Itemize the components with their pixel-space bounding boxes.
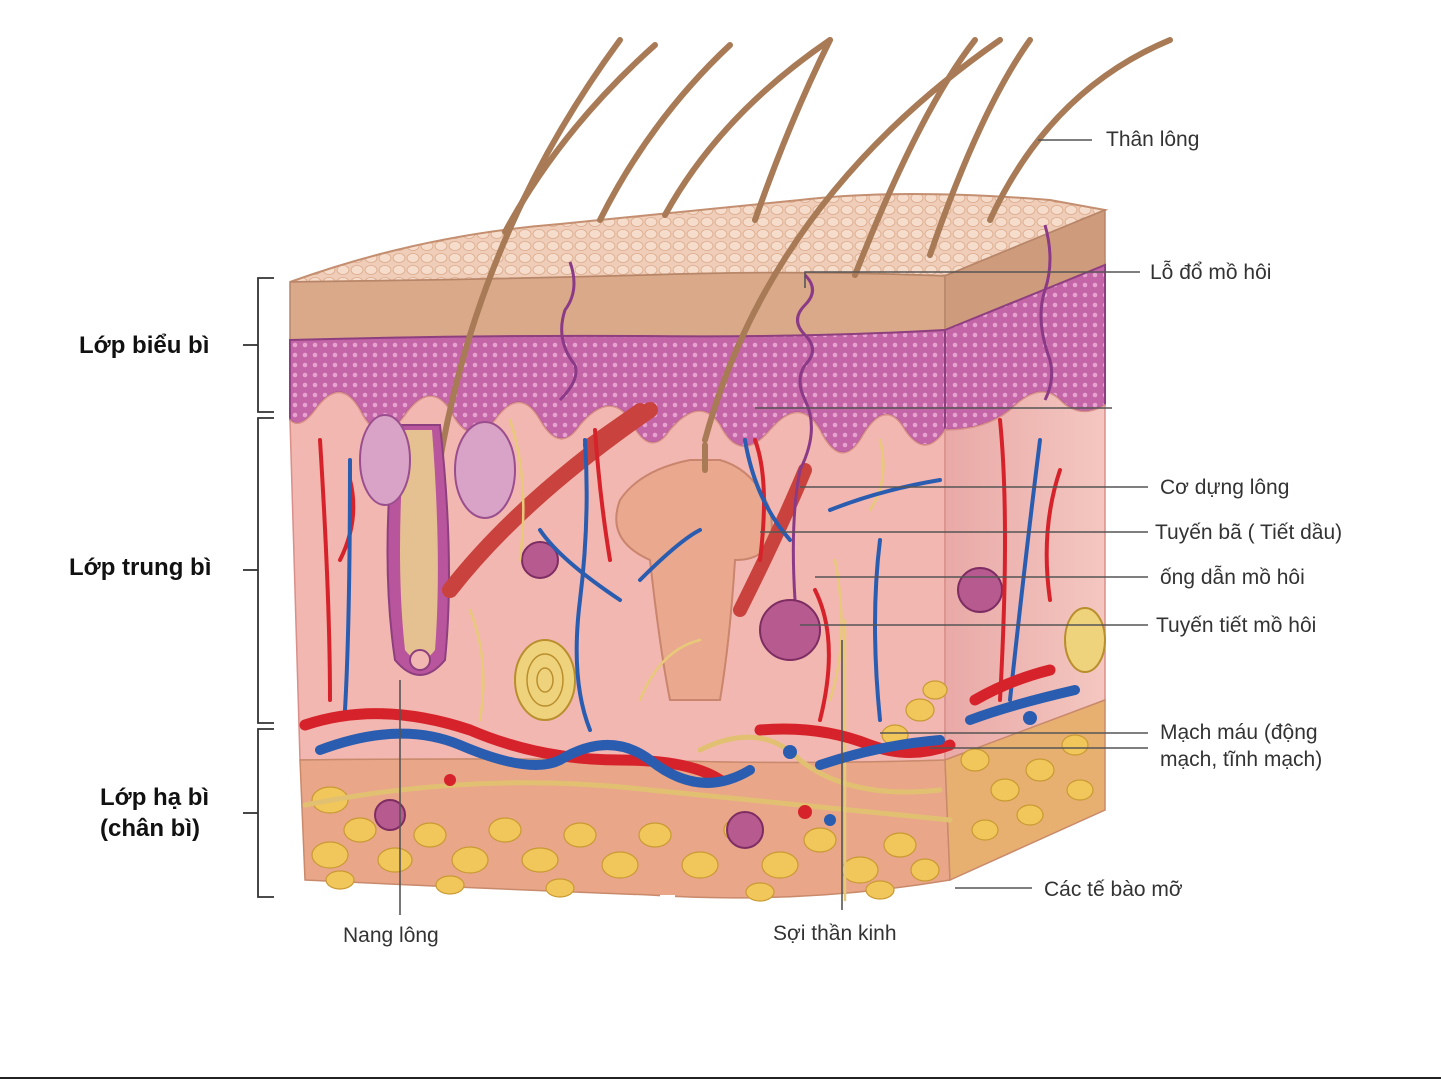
label-hypodermis-2: (chân bì) xyxy=(100,815,200,842)
label-arrector-muscle: Cơ dựng lông xyxy=(1160,476,1289,499)
label-blood-vessels-1: Mạch máu (động xyxy=(1160,721,1318,744)
label-dermis: Lớp trung bì xyxy=(69,554,211,581)
label-sweat-duct: ống dẫn mồ hôi xyxy=(1160,566,1305,589)
epidermis-outer-band xyxy=(290,273,945,340)
bottom-border-line xyxy=(0,1077,1441,1079)
label-hair-shaft: Thân lông xyxy=(1106,128,1199,151)
label-hypodermis-1: Lớp hạ bì xyxy=(100,784,209,811)
label-sweat-pore: Lỗ đổ mồ hôi xyxy=(1150,261,1271,284)
bottom-notch xyxy=(660,895,675,913)
label-nerve-fiber: Sợi thần kinh xyxy=(773,922,897,945)
label-sebaceous-gland: Tuyến bã ( Tiết dầu) xyxy=(1155,521,1342,544)
label-blood-vessels-2: mạch, tĩnh mạch) xyxy=(1160,748,1322,771)
label-hair-follicle: Nang lông xyxy=(343,924,439,947)
label-fat-cells: Các tế bào mỡ xyxy=(1044,878,1183,901)
label-sweat-gland: Tuyến tiết mồ hôi xyxy=(1156,614,1316,637)
layer-brackets xyxy=(243,278,274,897)
label-epidermis: Lớp biểu bì xyxy=(79,332,209,359)
